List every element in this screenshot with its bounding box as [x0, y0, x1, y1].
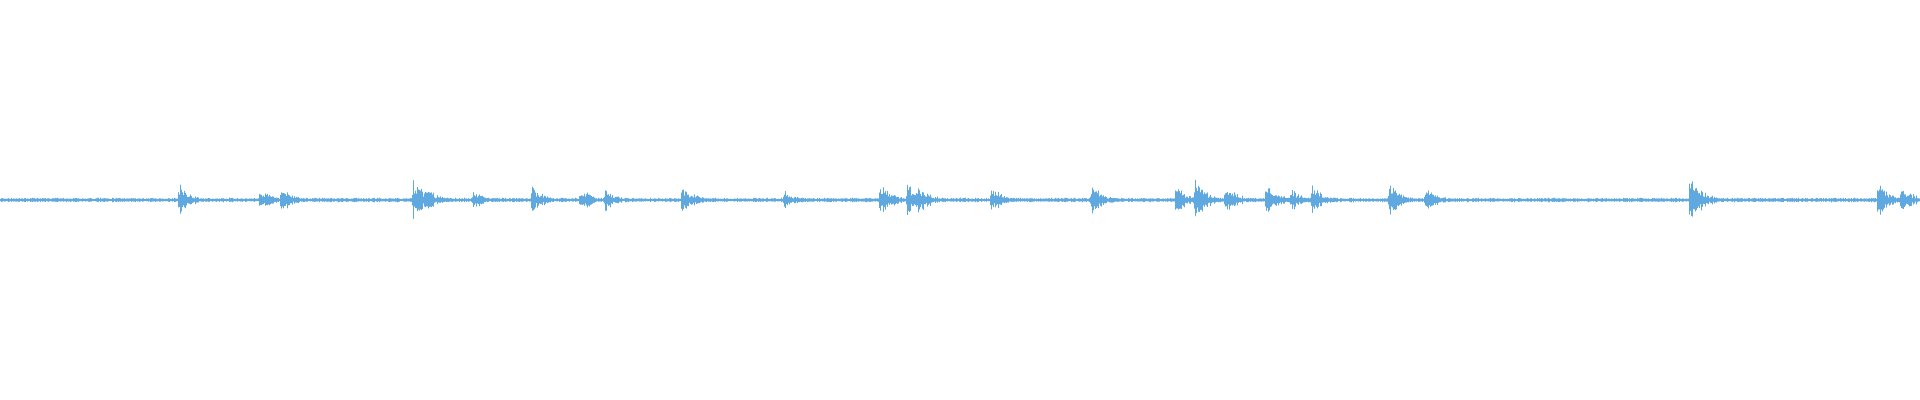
- waveform-path-group: [0, 179, 1920, 219]
